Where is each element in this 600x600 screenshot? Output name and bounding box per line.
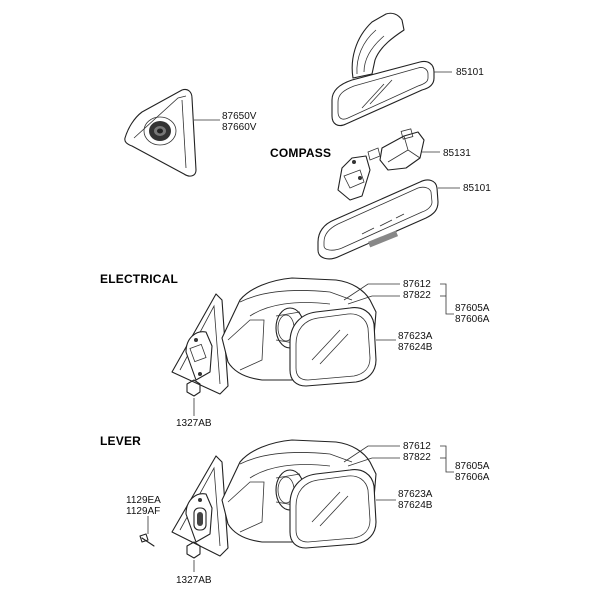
section-compass: COMPASS: [270, 146, 332, 160]
part-label-elec-glass-a: 87623A: [398, 331, 433, 342]
part-label-lever-screw-b: 1129AF: [126, 506, 161, 517]
part-label-elec-assy-b: 87606A: [455, 314, 490, 325]
garnish-triangle: [124, 88, 197, 177]
part-label-lever-p1: 87612: [403, 441, 431, 452]
part-label-lever-glass-b: 87624B: [398, 500, 433, 511]
leader-lines: [147, 71, 460, 572]
outside-mirror-lever: [139, 439, 377, 559]
outside-mirror-electrical: [171, 277, 377, 397]
part-label-lever-assy-a: 87605A: [455, 461, 490, 472]
part-label-lever-nut: 1327AB: [176, 575, 212, 586]
inside-mirror-compass: [317, 155, 439, 260]
part-label-inside-mirror-compass: 85101: [463, 183, 491, 194]
part-label-lever-p2: 87822: [403, 452, 431, 463]
part-label-elec-p2: 87822: [403, 290, 431, 301]
part-label-elec-p1: 87612: [403, 279, 431, 290]
section-electrical: ELECTRICAL: [100, 272, 178, 286]
part-label-elec-assy-a: 87605A: [455, 303, 490, 314]
section-lever: LEVER: [100, 434, 142, 448]
part-label-lever-assy-b: 87606A: [455, 472, 490, 483]
part-label-elec-nut: 1327AB: [176, 418, 212, 429]
part-label-garnish-a: 87650V: [222, 111, 257, 122]
part-label-compass-module: 85131: [443, 148, 471, 159]
inside-mirror-top: [331, 12, 435, 127]
part-label-lever-glass-a: 87623A: [398, 489, 433, 500]
part-label-lever-screw-a: 1129EA: [126, 495, 161, 506]
part-label-garnish-b: 87660V: [222, 122, 257, 133]
part-label-inside-mirror-top: 85101: [456, 67, 484, 78]
compass-module: [367, 128, 425, 171]
part-label-elec-glass-b: 87624B: [398, 342, 433, 353]
